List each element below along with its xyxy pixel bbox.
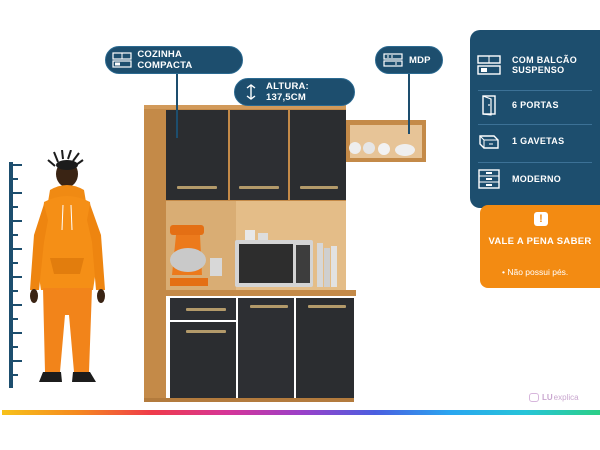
lower-door-2: [238, 298, 294, 400]
height-arrow-icon: [241, 83, 261, 101]
kitchen-cabinet-icon: [112, 51, 132, 69]
brand-prefix: LU: [542, 393, 553, 402]
person-figure: [30, 150, 105, 382]
rainbow-strip: [2, 410, 600, 415]
modern-cabinet-icon: [474, 168, 504, 190]
drawer-icon: [474, 130, 504, 152]
kitchen-cabinet-illustration: [144, 105, 426, 402]
features-panel: COM BALCÃO SUSPENSO 6 PORTAS 1 GAVETAS M…: [470, 30, 600, 208]
feature-divider: [478, 124, 592, 125]
tip-title: VALE A PENA SABER: [488, 236, 592, 247]
feature-moderno: MODERNO: [470, 168, 600, 190]
upper-door-3: [290, 110, 346, 200]
feature-divider: [478, 162, 592, 163]
tip-item: • Não possui pés.: [502, 267, 569, 277]
mdp-board-icon: [382, 51, 404, 69]
callout-cozinha-compacta: COZINHA COMPACTA: [105, 46, 243, 74]
callout-mdp: MDP: [375, 46, 443, 74]
feature-label: MODERNO: [512, 174, 562, 184]
feature-balcao-suspenso: COM BALCÃO SUSPENSO: [470, 54, 600, 76]
hanging-counter-icon: [474, 54, 504, 76]
callout-mdp-label: MDP: [409, 54, 431, 66]
feature-portas: 6 PORTAS: [470, 94, 600, 116]
feature-label: 1 GAVETAS: [512, 136, 565, 146]
lower-door-3: [296, 298, 354, 400]
cozinha-leader: [176, 74, 178, 138]
tip-box: ! VALE A PENA SABER • Não possui pés.: [480, 205, 600, 288]
feature-label: 6 PORTAS: [512, 100, 559, 110]
brand-logo: LU explica: [529, 393, 579, 402]
callout-altura: ALTURA: 137,5CM: [234, 78, 355, 106]
mdp-leader: [408, 74, 410, 134]
door-icon: [474, 94, 504, 116]
lu-logo-icon: [529, 393, 539, 402]
brand-name: explica: [553, 393, 579, 402]
upper-door-2: [230, 110, 288, 200]
lower-door-1: [170, 322, 236, 400]
callout-cozinha-label: COZINHA COMPACTA: [137, 49, 193, 71]
callout-altura-label: ALTURA: 137,5CM: [266, 81, 309, 103]
feature-divider: [478, 90, 592, 91]
feature-label: COM BALCÃO SUSPENSO: [512, 55, 577, 75]
feature-gavetas: 1 GAVETAS: [470, 130, 600, 152]
height-ruler: [9, 162, 22, 388]
alert-icon: !: [534, 212, 548, 226]
